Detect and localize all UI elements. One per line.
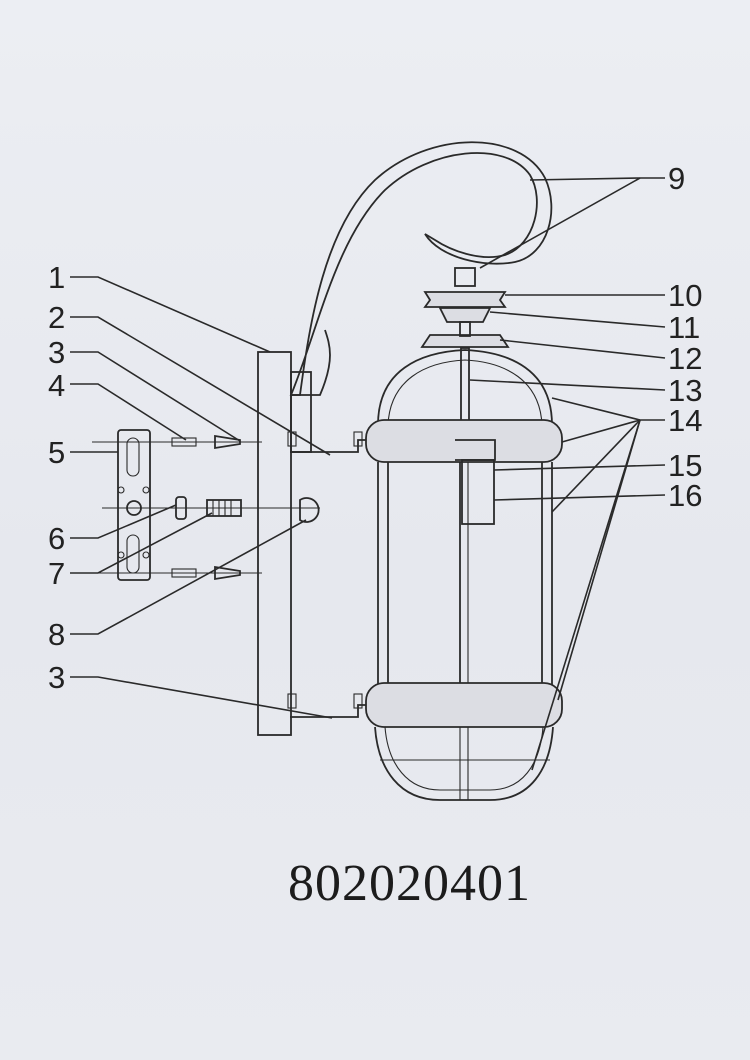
callout-11: 11 — [668, 310, 700, 345]
callout-9: 9 — [668, 161, 685, 196]
canopy-ring — [420, 334, 510, 348]
callout-7: 7 — [48, 556, 65, 591]
wood-screw-bottom — [214, 565, 241, 581]
callout-2: 2 — [48, 300, 65, 335]
cap-nut — [299, 497, 320, 523]
wood-screw-top — [214, 434, 241, 450]
callout-3: 3 — [48, 335, 65, 370]
socket-body — [461, 459, 495, 525]
lantern-top-frame — [377, 349, 553, 426]
callout-16: 16 — [668, 478, 702, 513]
finial-cap — [423, 291, 507, 308]
callout-5: 5 — [48, 435, 65, 470]
callout-3-lower: 3 — [48, 660, 65, 695]
finial-collar — [438, 307, 492, 323]
callout-8: 8 — [48, 617, 65, 652]
callout-15: 15 — [668, 448, 702, 483]
lower-band — [365, 682, 563, 728]
lantern-bottom-cage — [374, 726, 554, 801]
callout-14: 14 — [668, 403, 702, 438]
crossbar-bottom — [290, 704, 366, 718]
collar-neck — [459, 321, 471, 337]
wall-plate — [257, 351, 292, 736]
arm-stem — [291, 329, 331, 396]
scroll-arm — [289, 141, 553, 396]
callout-4: 4 — [48, 368, 65, 403]
product-code: 802020401 — [288, 855, 531, 912]
mounting-strap — [117, 429, 151, 581]
leader-lines — [70, 177, 666, 771]
callout-12: 12 — [668, 341, 702, 376]
callout-1: 1 — [48, 260, 65, 295]
upper-band — [365, 419, 563, 463]
callout-10: 10 — [668, 278, 702, 313]
top-stem — [454, 267, 476, 287]
callout-13: 13 — [668, 373, 702, 408]
callout-labels: 1 2 3 4 5 6 7 8 3 9 10 11 12 13 14 15 16 — [48, 161, 702, 695]
callout-6: 6 — [48, 521, 65, 556]
